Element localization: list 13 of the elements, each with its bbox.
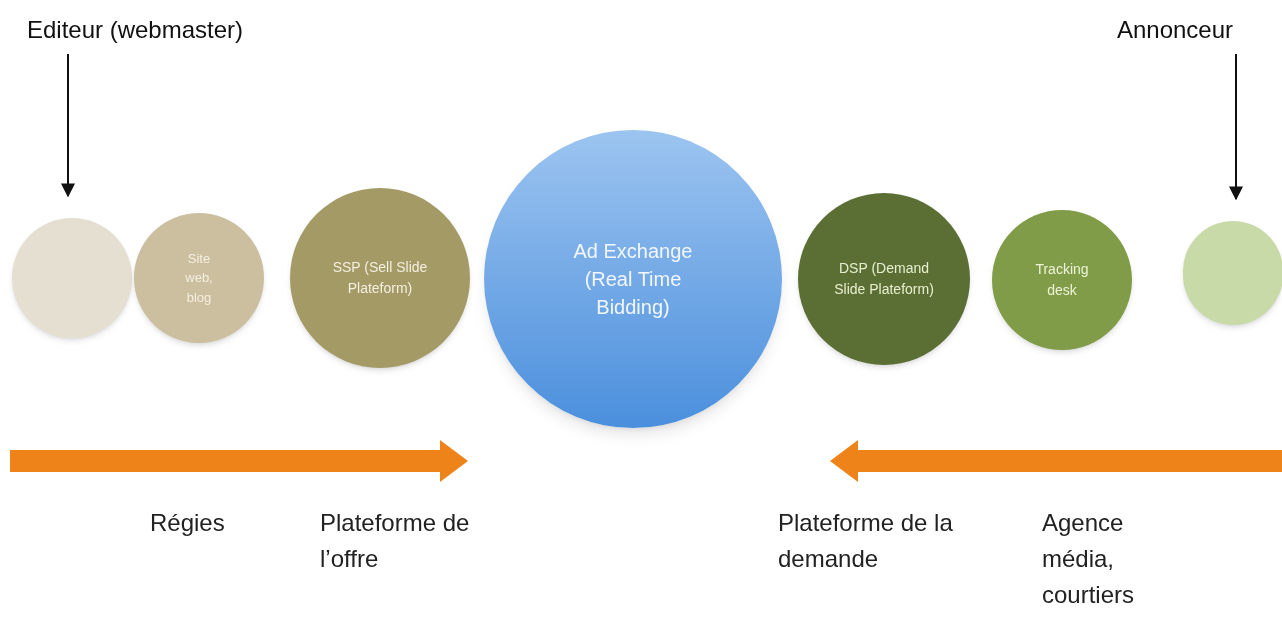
node-label: DSP (Demand Slide Plateform) [833,259,935,299]
arrow-caption: Plateforme de l’offre [320,508,471,574]
actor-label: Annonceur [1116,15,1234,45]
arrow [1229,53,1243,201]
arrow-caption: Agence média, courtiers [1042,508,1136,610]
node-label: SSP (Sell Slide Plateform) [331,258,429,298]
node-label: Site web, blog [184,249,214,307]
arrow-caption: Régies [150,508,226,538]
node-label: Ad Exchange (Real Time Bidding) [572,239,694,320]
node-label: Tracking desk [1034,260,1090,300]
actor-label: Editeur (webmaster) [26,15,244,45]
arrow-caption: Plateforme de la demande [778,508,954,574]
arrow [61,53,75,198]
